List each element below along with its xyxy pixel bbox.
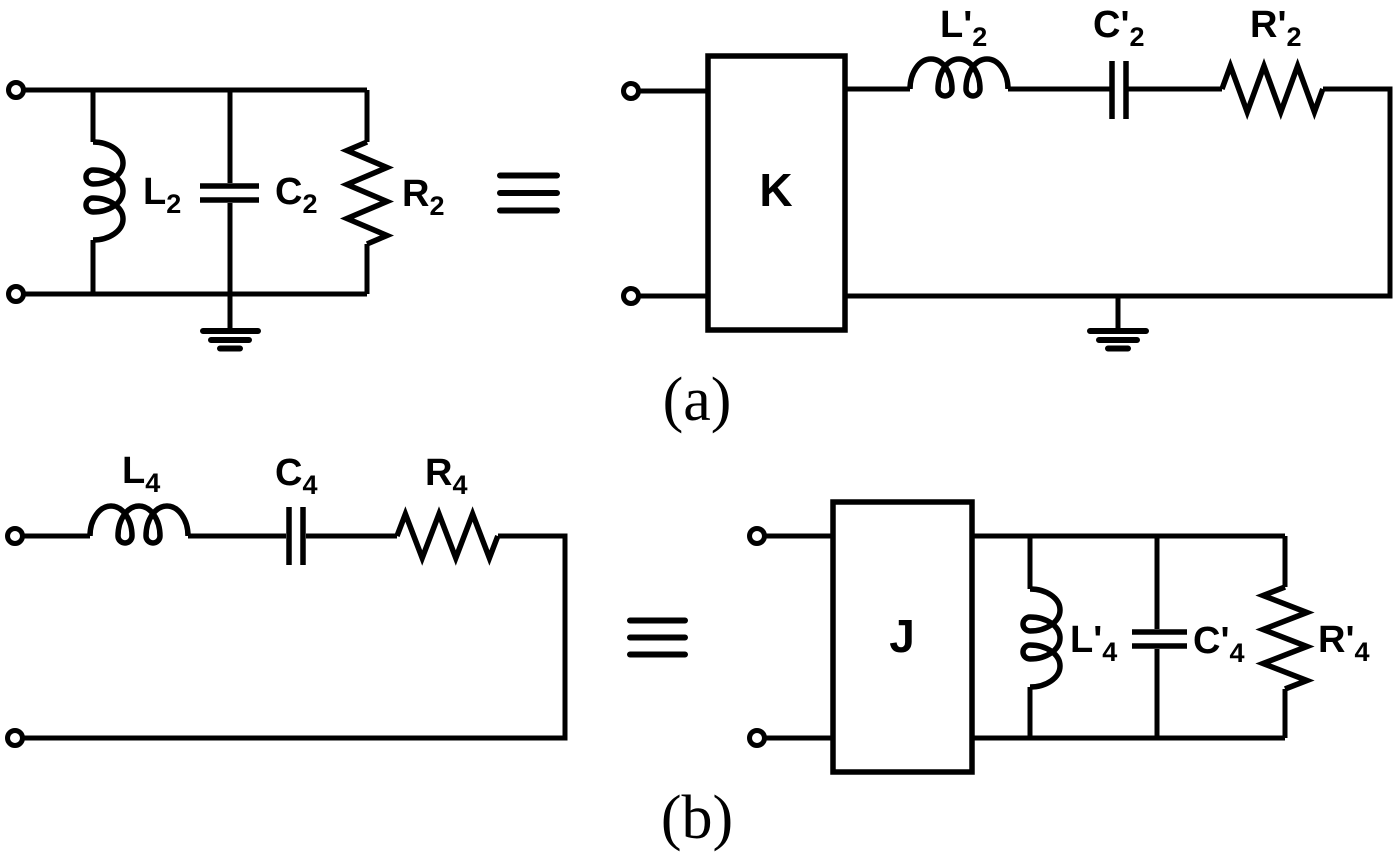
j-inverter-label: J bbox=[889, 610, 915, 662]
panel-b: L4 C4 R4 J bbox=[5, 450, 1370, 852]
panel-b-caption: (b) bbox=[661, 784, 733, 852]
k-inverter-label: K bbox=[759, 164, 792, 216]
j-inverter-box bbox=[830, 499, 975, 775]
capacitor-label: C2 bbox=[275, 171, 317, 219]
ground-icon bbox=[200, 294, 261, 352]
inductor-label: L'4 bbox=[1070, 619, 1117, 667]
parallel-rlc-circuit-a: L2 C2 R2 bbox=[6, 80, 444, 352]
capacitor-label: C4 bbox=[275, 452, 317, 500]
ground-bars bbox=[200, 328, 261, 352]
j-inverter-circuit: J L'4 C'4 R'4 bbox=[747, 499, 1370, 775]
capacitor-plates-icon bbox=[1109, 61, 1129, 119]
ground-icon bbox=[1087, 296, 1149, 352]
resistor-label: R2 bbox=[402, 173, 444, 221]
capacitor-label: C'4 bbox=[1193, 620, 1245, 668]
k-inverter-box bbox=[705, 53, 848, 333]
resistor-zigzag-icon bbox=[1219, 57, 1326, 121]
equivalence-lines bbox=[627, 617, 688, 658]
port-terminal-icon bbox=[5, 728, 25, 748]
series-rlc-circuit-b: L4 C4 R4 bbox=[5, 450, 568, 748]
equivalence-icon bbox=[627, 617, 688, 658]
inductor-label: L4 bbox=[122, 450, 160, 498]
capacitor-plates-icon bbox=[200, 183, 259, 203]
inductor-coil-icon bbox=[83, 139, 126, 243]
resistor-zigzag-icon bbox=[339, 139, 395, 247]
wire bbox=[23, 533, 568, 741]
inductor-coil-icon bbox=[907, 56, 1011, 99]
panel-a-caption: (a) bbox=[663, 366, 732, 434]
equivalence-lines bbox=[497, 172, 560, 214]
resistor-label: R4 bbox=[425, 452, 467, 500]
inductor-coil-icon bbox=[87, 503, 191, 546]
inductor-coil-icon bbox=[1020, 586, 1063, 690]
port-terminal-icon bbox=[747, 728, 767, 748]
port-terminal-icon bbox=[5, 526, 25, 546]
inductor-label: L'2 bbox=[940, 4, 987, 52]
panel-a: L2 C2 R2 K bbox=[6, 4, 1393, 434]
resistor-zigzag-icon bbox=[1255, 584, 1315, 692]
port-terminal-icon bbox=[6, 80, 26, 100]
resistor-label: R'4 bbox=[1318, 619, 1370, 667]
equivalence-icon bbox=[497, 172, 560, 214]
capacitor-label: C'2 bbox=[1093, 4, 1145, 52]
port-terminal-icon bbox=[6, 284, 26, 304]
capacitor-plates-icon bbox=[286, 507, 306, 565]
k-inverter-circuit: K L'2 C'2 R'2 bbox=[621, 4, 1393, 352]
port-terminal-icon bbox=[747, 526, 767, 546]
port-terminal-icon bbox=[621, 286, 641, 306]
inductor-label: L2 bbox=[143, 171, 181, 219]
resistor-label: R'2 bbox=[1250, 4, 1302, 52]
ground-bars bbox=[1087, 328, 1149, 352]
port-terminal-icon bbox=[621, 81, 641, 101]
resistor-zigzag-icon bbox=[394, 506, 501, 566]
capacitor-plates-icon bbox=[1132, 629, 1187, 649]
